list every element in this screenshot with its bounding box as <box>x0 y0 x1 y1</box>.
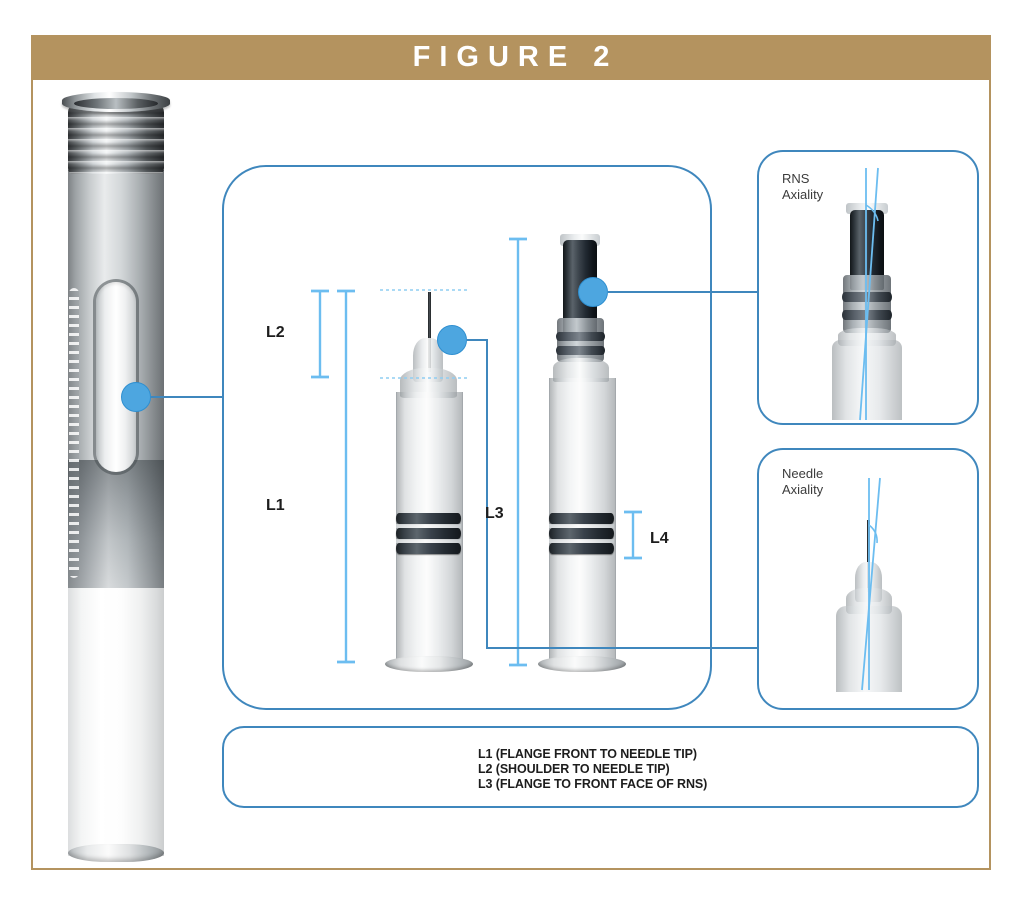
stopper-gap <box>396 524 461 528</box>
dimension-label-L1: L1 <box>266 497 285 514</box>
legend-text-block: L1 (FLANGE FRONT TO NEEDLE TIP) L2 (SHOU… <box>222 734 979 804</box>
stopper-gap <box>396 539 461 543</box>
legend-line: L2 (SHOULDER TO NEEDLE TIP) <box>478 762 670 776</box>
dimension-label-L3: L3 <box>485 505 504 522</box>
legend-line: L3 (FLANGE TO FRONT FACE OF RNS) <box>478 777 708 791</box>
stopper-band <box>396 513 461 524</box>
figure-title-bar: FIGURE 2 <box>31 35 991 80</box>
pen-body-white <box>68 574 164 856</box>
stopper-band <box>396 543 461 554</box>
callout-dot-rns <box>578 277 608 307</box>
legend-panel <box>222 726 979 808</box>
needle-axiality-label: Needle Axiality <box>779 465 827 499</box>
pen-collar-inner <box>74 98 158 109</box>
pen-cap <box>68 106 164 174</box>
legend-line: L1 (FLANGE FRONT TO NEEDLE TIP) <box>478 747 697 761</box>
pen-grip-ridges <box>69 288 79 578</box>
page-title: FIGURE 2 <box>412 41 619 73</box>
pen-collar <box>62 92 170 112</box>
syringe-flange <box>385 656 473 672</box>
rns-axiality-panel <box>757 150 979 425</box>
autoinjector-pen <box>62 92 170 870</box>
syringe-flange <box>538 656 626 672</box>
callout-dot-needle-tip <box>437 325 467 355</box>
pen-foot <box>68 844 164 862</box>
main-measurement-panel <box>222 165 712 710</box>
pen-body-lower <box>68 460 164 588</box>
dimension-label-L2: L2 <box>266 324 285 341</box>
dimension-label-L4: L4 <box>650 530 669 547</box>
pen-inspection-window <box>96 282 136 472</box>
needle-axiality-panel <box>757 448 979 710</box>
stopper-band <box>396 528 461 539</box>
callout-dot-pen-window <box>121 382 151 412</box>
needle-cannula <box>428 292 431 372</box>
rns-axiality-label: RNS Axiality <box>779 170 827 204</box>
rns-ring <box>556 332 605 341</box>
